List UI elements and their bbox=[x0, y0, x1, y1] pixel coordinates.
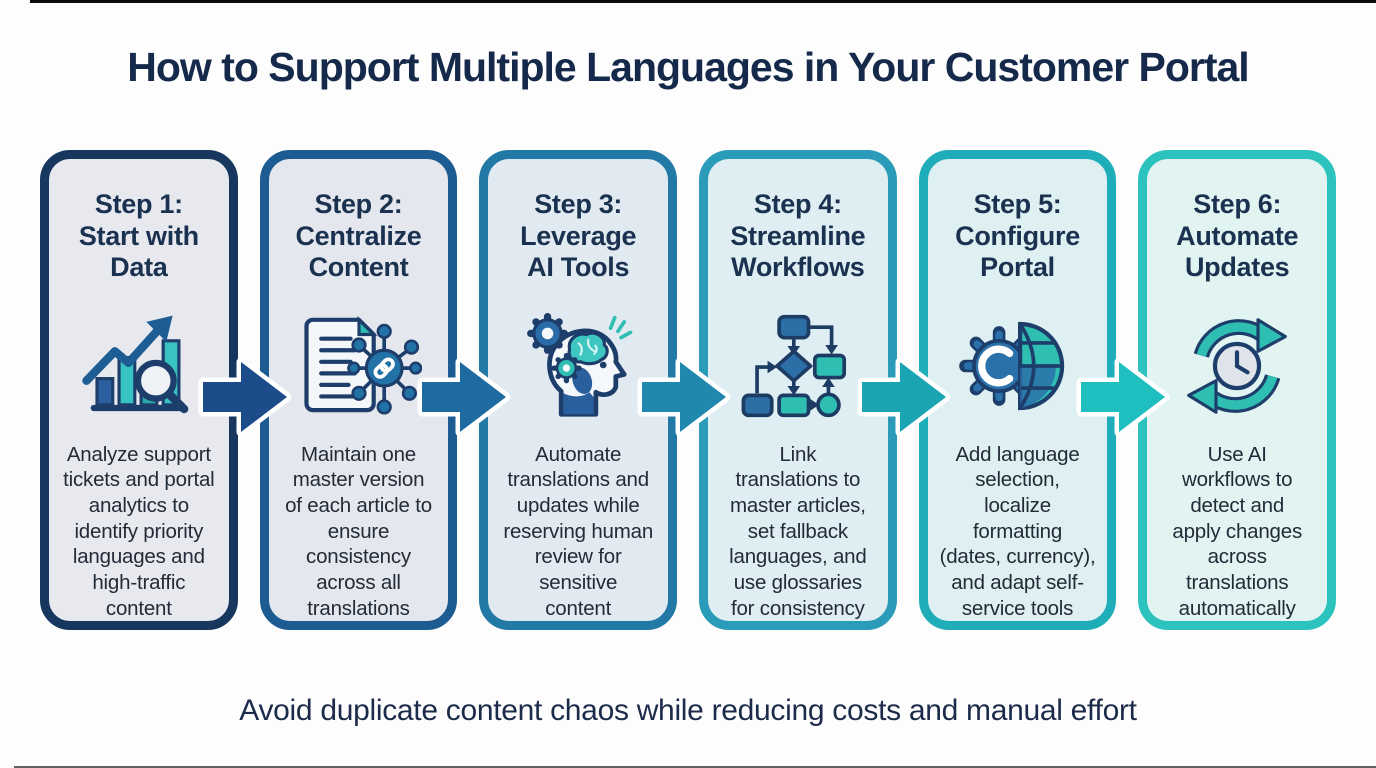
sync-arrows-clock-icon bbox=[1187, 318, 1288, 414]
sync-arrowhead-top bbox=[1256, 318, 1288, 353]
clock-minute-hand bbox=[1235, 363, 1250, 375]
step-card-6: Step 6: Automate Updates Use AI workflow… bbox=[1138, 150, 1337, 631]
globe-half bbox=[1017, 321, 1064, 410]
magnifier-handle bbox=[165, 389, 189, 414]
chain-link-glyph bbox=[373, 357, 395, 379]
sync-arrowhead-bottom bbox=[1187, 378, 1218, 414]
step-4-heading: Step 4: Streamline Workflows bbox=[730, 189, 866, 283]
step-2-icon-zone bbox=[296, 292, 422, 440]
step-1-icon-zone bbox=[76, 292, 202, 440]
trend-arrow bbox=[82, 326, 161, 385]
flow-box-bottom bbox=[777, 393, 811, 417]
step-1-heading: Step 1: Start with Data bbox=[78, 189, 199, 283]
link-hub bbox=[364, 348, 404, 388]
steps-row: Step 1: Start with Data Analyze support … bbox=[40, 150, 1337, 631]
page-title: How to Support Multiple Languages in You… bbox=[127, 44, 1249, 90]
step-1-description: Analyze support tickets and portal analy… bbox=[63, 442, 215, 620]
step-4-description: Link translations to master articles, se… bbox=[729, 442, 867, 620]
flow-arrow-1 bbox=[198, 357, 292, 437]
document-link-network-icon bbox=[303, 315, 422, 415]
gear-center-c bbox=[977, 345, 1013, 387]
top-edge-bar bbox=[30, 0, 1376, 3]
bar-chart-magnifier-icon bbox=[82, 315, 189, 414]
flow-arrow-5 bbox=[1076, 357, 1170, 437]
brain bbox=[567, 331, 609, 366]
flow-box-left bbox=[741, 393, 774, 417]
step-2-heading: Step 2: Centralize Content bbox=[295, 189, 422, 283]
step-6-description: Use AI workflows to detect and apply cha… bbox=[1172, 442, 1302, 620]
flow-arrow-4 bbox=[857, 357, 951, 437]
document-fold bbox=[356, 315, 378, 336]
gear-globe-icon bbox=[958, 321, 1064, 410]
flow-box-right bbox=[812, 353, 846, 380]
step-5-description: Add language selection, localize formatt… bbox=[939, 442, 1096, 620]
step-card-1: Step 1: Start with Data Analyze support … bbox=[40, 150, 292, 631]
magnifier-glass bbox=[134, 359, 177, 402]
step-6-heading: Step 6: Automate Updates bbox=[1176, 189, 1299, 283]
step-3-heading: Step 3: Leverage AI Tools bbox=[520, 189, 637, 283]
spark-lines bbox=[608, 315, 633, 340]
step-card-2: Step 2: Centralize Content bbox=[259, 150, 511, 631]
step-3-description: Automate translations and updates while … bbox=[503, 442, 654, 620]
flow-box-top bbox=[777, 314, 811, 340]
flowchart-icon bbox=[741, 314, 846, 417]
flow-diamond bbox=[775, 349, 813, 383]
step-5-heading: Step 5: Configure Portal bbox=[955, 189, 1080, 283]
bottom-edge-bar bbox=[14, 766, 1376, 768]
step-card-5: Step 5: Configure Portal bbox=[918, 150, 1170, 631]
flow-arrow-2 bbox=[417, 357, 511, 437]
step-5-icon-zone bbox=[955, 292, 1081, 440]
flow-circle bbox=[815, 392, 841, 417]
step-6-icon-zone bbox=[1174, 292, 1300, 440]
ai-head-gears-icon bbox=[527, 312, 633, 417]
gear-half bbox=[958, 325, 1039, 406]
step-card-4: Step 4: Streamline Workflows bbox=[699, 150, 951, 631]
trend-arrowhead bbox=[146, 315, 173, 342]
eye-dot bbox=[600, 361, 607, 369]
step-2-description: Maintain one master version of each arti… bbox=[285, 442, 432, 620]
gear-large bbox=[527, 312, 569, 354]
step-4-icon-zone bbox=[735, 292, 861, 440]
step-3-icon-zone bbox=[515, 292, 641, 440]
jaw-shape bbox=[572, 367, 593, 394]
flow-arrow-3 bbox=[637, 357, 731, 437]
gear-small bbox=[551, 352, 582, 384]
neck bbox=[563, 392, 594, 415]
tagline: Avoid duplicate content chaos while redu… bbox=[239, 694, 1137, 728]
